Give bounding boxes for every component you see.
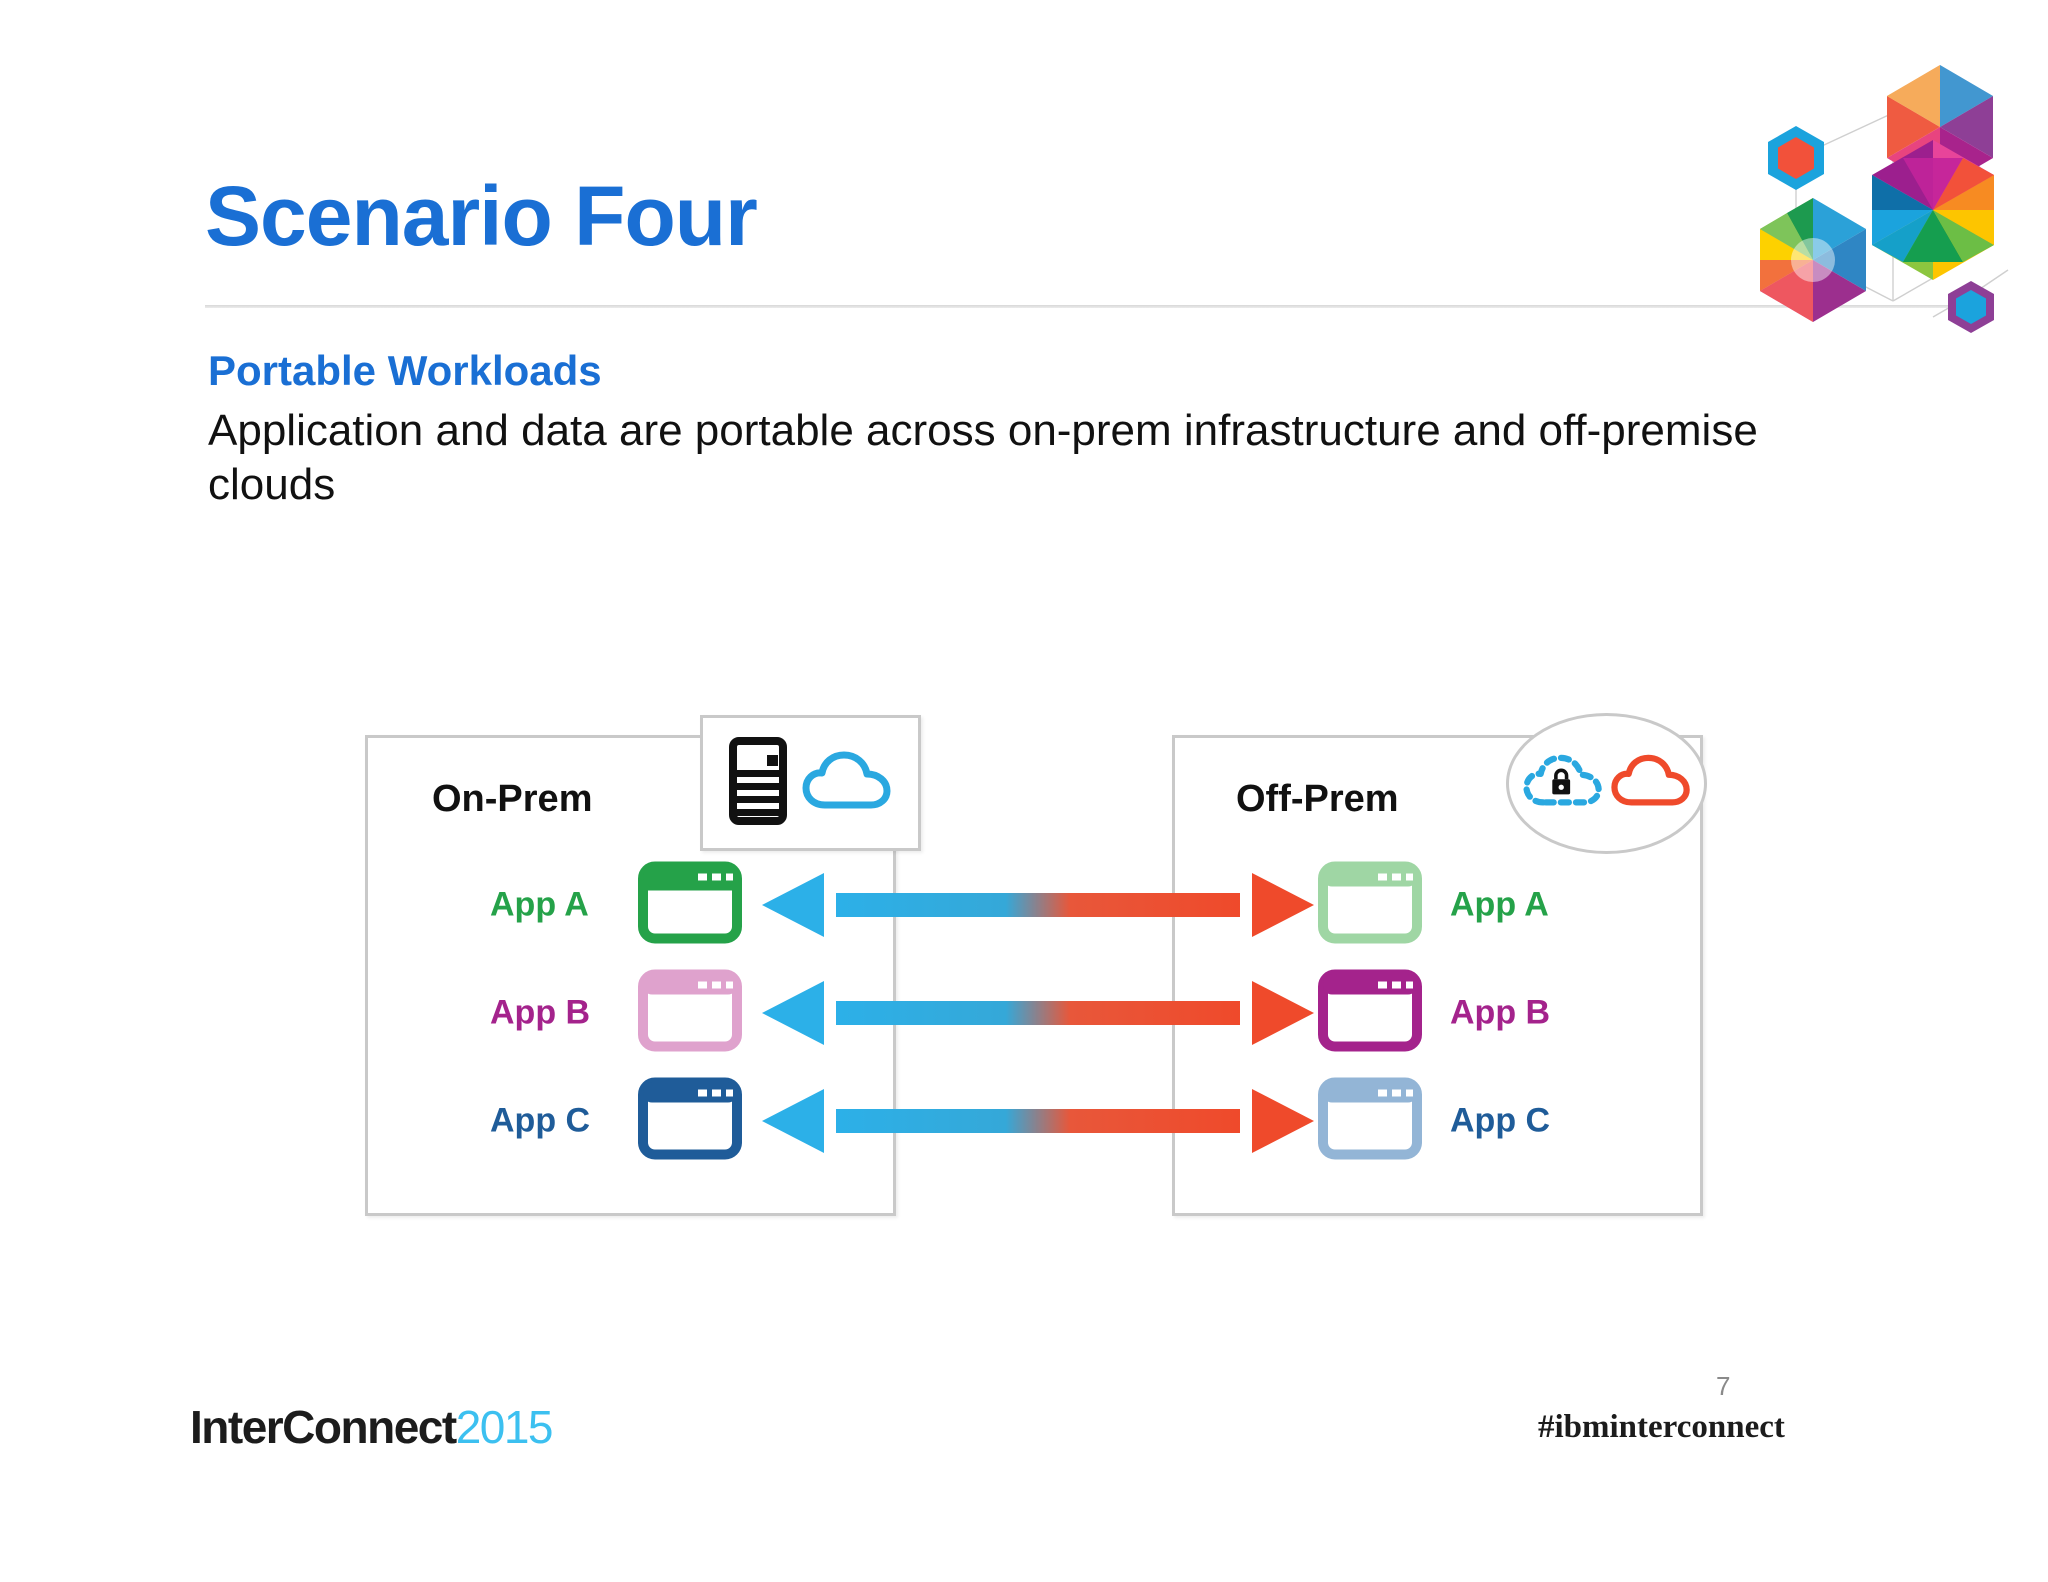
onprem-app-a-icon [638, 861, 742, 949]
offprem-app-c-icon [1318, 1077, 1422, 1165]
body-text: Application and data are portable across… [208, 406, 1758, 510]
onprem-app-a-label: App A [490, 885, 589, 924]
interconnect-logo: InterConnect2015 [190, 1400, 554, 1454]
subtitle: Portable Workloads [208, 347, 602, 394]
interconnect-logo-word: InterConnect [190, 1401, 457, 1453]
page-title: Scenario Four [205, 169, 758, 263]
app-row-a: App A [0, 861, 2048, 945]
offprem-app-a-label: App A [1450, 885, 1549, 924]
offprem-app-b-label: App B [1450, 993, 1551, 1032]
off-prem-label: Off-Prem [1236, 778, 1399, 820]
page-number: 7 [1716, 1371, 1731, 1401]
offprem-app-b-icon [1318, 969, 1422, 1057]
on-prem-label: On-Prem [432, 778, 593, 820]
interconnect-logo-year: 2015 [455, 1401, 554, 1453]
server-rack-icon [728, 736, 787, 830]
cloud-icon [1610, 750, 1692, 817]
event-hashtag: #ibminterconnect [1538, 1409, 1785, 1445]
onprem-app-b-icon [638, 969, 742, 1057]
portability-arrow-app-c [762, 1087, 1314, 1160]
app-row-b: App B [0, 969, 2048, 1053]
onprem-app-b-label: App B [490, 993, 591, 1032]
secure-cloud-lock-icon [1522, 750, 1604, 817]
portability-arrow-app-a [762, 871, 1314, 944]
offprem-app-a-icon [1318, 861, 1422, 949]
onprem-app-c-icon [638, 1077, 742, 1165]
offprem-app-c-label: App C [1450, 1101, 1551, 1140]
title-divider [205, 305, 1965, 308]
interconnect-hexagon-artwork [1718, 55, 2048, 340]
cloud-icon [801, 747, 893, 820]
app-row-c: App C [0, 1077, 2048, 1161]
on-prem-infrastructure-badge [700, 715, 921, 851]
off-prem-cloud-badge [1506, 713, 1707, 854]
portability-arrow-app-b [762, 979, 1314, 1052]
onprem-app-c-label: App C [490, 1101, 591, 1140]
